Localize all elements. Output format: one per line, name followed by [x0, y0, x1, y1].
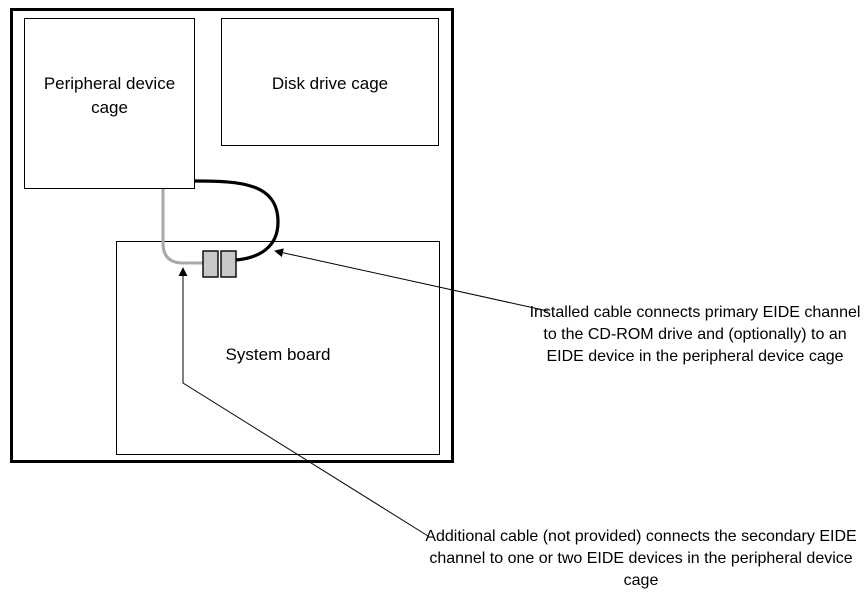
system-board-label: System board	[225, 345, 331, 364]
computer-chassis	[10, 8, 454, 463]
peripheral-cage-label: Peripheral device cage	[43, 74, 176, 117]
secondary-cable	[161, 189, 204, 265]
disk-drive-cage	[221, 18, 439, 146]
installed-cable-leader	[274, 248, 549, 312]
additional-cable-leader	[178, 267, 429, 537]
disk-cage-label: Disk drive cage	[271, 74, 389, 93]
peripheral-device-cage	[24, 18, 195, 189]
secondary-eide-connector	[202, 250, 219, 278]
installed-cable-callout: Installed cable connects primary EIDE ch…	[529, 304, 861, 365]
system-board	[116, 241, 440, 455]
primary-cable	[194, 179, 280, 262]
primary-eide-connector	[220, 250, 237, 278]
additional-cable-callout: Additional cable (not provided) connects…	[425, 528, 857, 589]
